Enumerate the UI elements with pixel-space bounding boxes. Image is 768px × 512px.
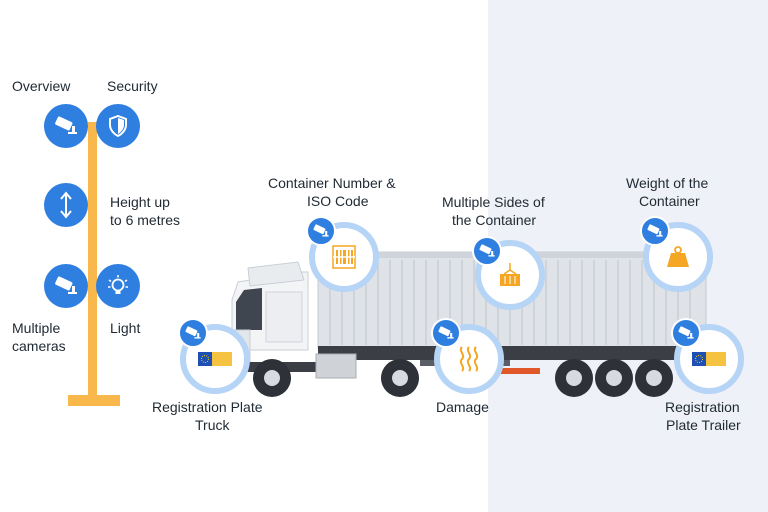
multiple-cameras-label-line2: cameras <box>12 338 66 354</box>
crane-container-icon <box>500 263 520 286</box>
container-number-label-line2: ISO Code <box>307 193 369 209</box>
weight-camera-badge <box>640 216 670 246</box>
overview-label: Overview <box>12 78 71 94</box>
height-button <box>44 183 88 227</box>
plate-truck-label-line1: Registration Plate <box>152 399 263 415</box>
weight-label-line1: Weight of the <box>626 175 709 191</box>
weight-icon <box>667 246 689 267</box>
security-label: Security <box>107 78 158 94</box>
weight-label-line2: Container <box>639 193 700 209</box>
container-number-label-line1: Container Number & <box>268 175 396 191</box>
camera-pole <box>88 122 97 400</box>
bulb-icon <box>108 275 128 294</box>
barcode-icon <box>332 245 356 269</box>
multiple-sides-label-line2: the Container <box>452 212 537 228</box>
multiple-cameras-button <box>44 264 88 308</box>
height-label-line1: Height up <box>110 194 170 210</box>
eu-plate-icon <box>692 352 726 366</box>
shield-icon <box>109 115 127 137</box>
plate-trailer-label-line1: Registration <box>665 399 740 415</box>
plate-truck-camera-badge <box>178 318 208 348</box>
damage-label: Damage <box>436 399 489 415</box>
plate-truck-label-line2: Truck <box>195 417 230 433</box>
arrows-vertical-icon <box>60 191 72 219</box>
eu-plate-icon <box>198 352 232 366</box>
camera-icon <box>479 244 495 257</box>
camera-icon <box>647 224 663 237</box>
camera-pole-base <box>68 395 120 406</box>
camera-icon <box>55 276 77 294</box>
plate-trailer-camera-badge <box>671 318 701 348</box>
security-shield-button <box>96 104 140 148</box>
camera-icon <box>185 326 201 339</box>
multiple-cameras-label-line1: Multiple <box>12 320 61 336</box>
light-label: Light <box>110 320 141 336</box>
damage-ring <box>434 324 504 394</box>
damage-camera-badge <box>431 318 461 348</box>
multiple-sides-camera-badge <box>472 236 502 266</box>
container-number-camera-badge <box>306 216 336 246</box>
camera-icon <box>55 116 77 134</box>
light-button <box>96 264 140 308</box>
plate-trailer-label-line2: Plate Trailer <box>666 417 741 433</box>
damage-waves-icon <box>459 346 479 372</box>
height-label-line2: to 6 metres <box>110 212 181 228</box>
multiple-sides-label-line1: Multiple Sides of <box>442 194 545 210</box>
camera-icon <box>438 326 454 339</box>
camera-icon <box>313 224 329 237</box>
camera-icon <box>678 326 694 339</box>
overview-camera-button <box>44 104 88 148</box>
